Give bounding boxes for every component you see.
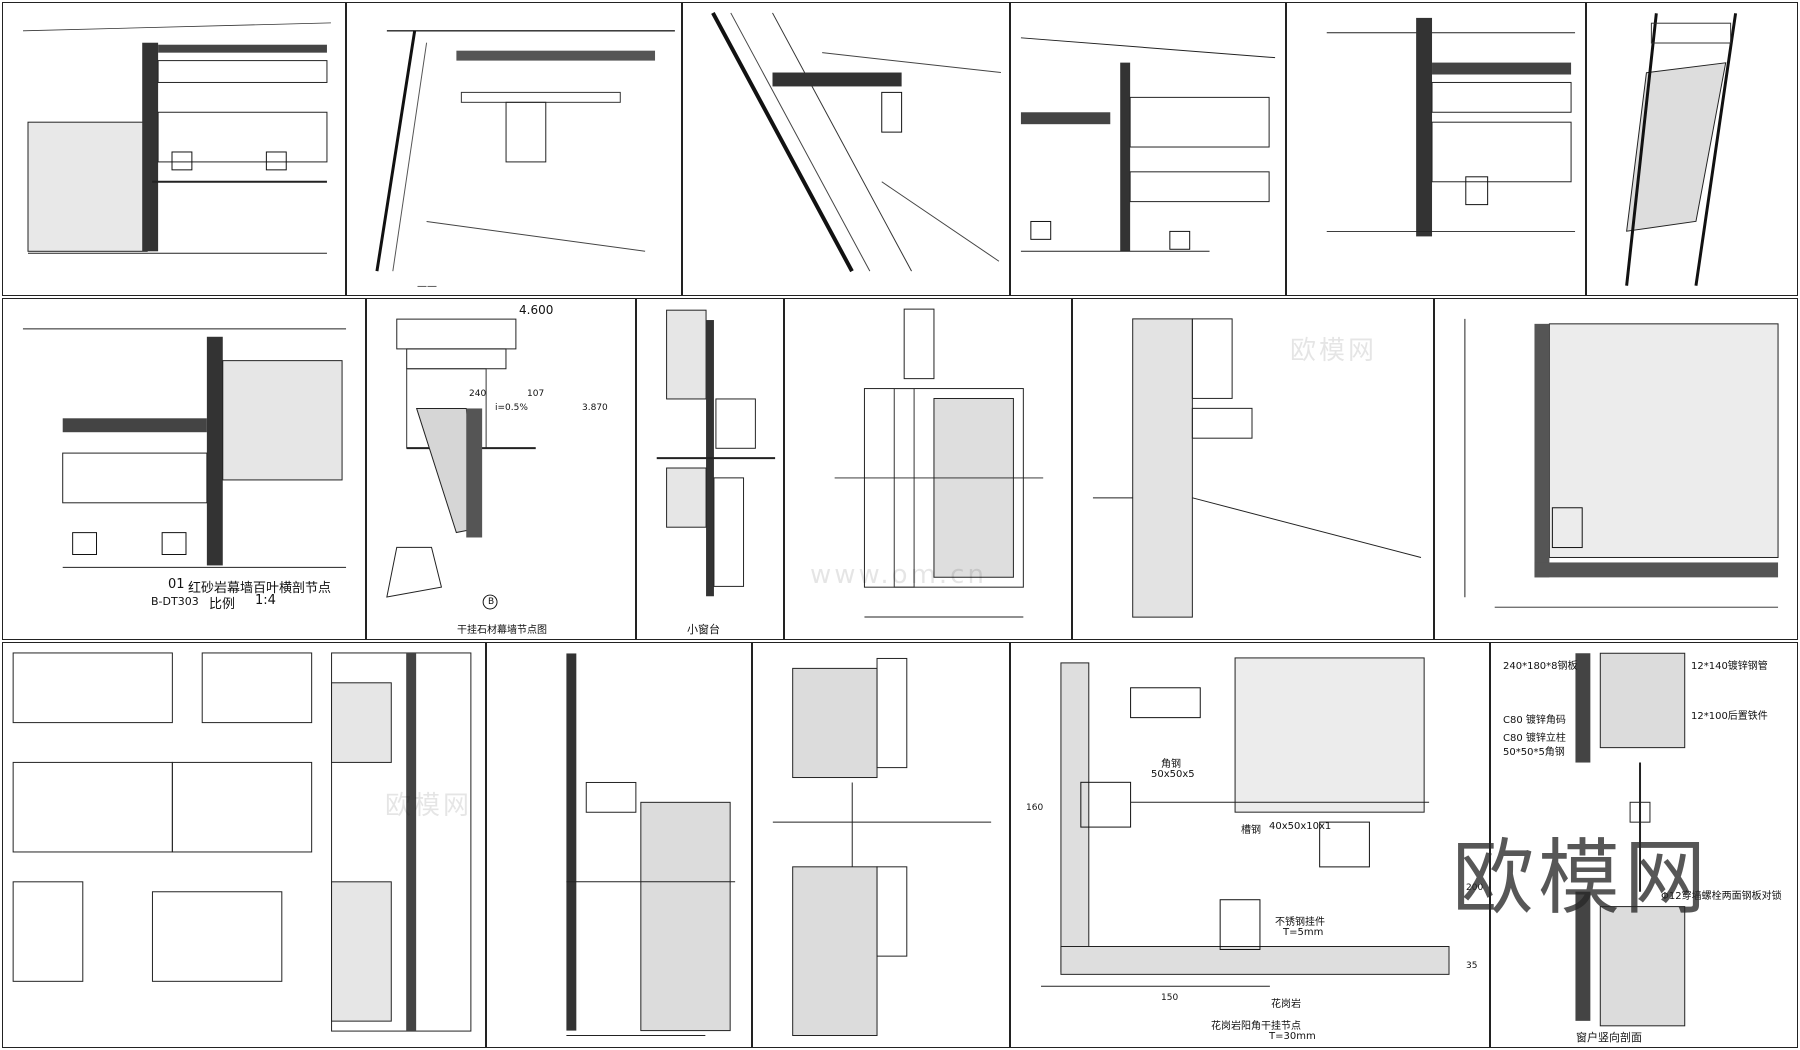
elevation-mark-8: 4.600: [519, 303, 554, 317]
detail-panel-10: [784, 298, 1072, 640]
detail-title-16: 窗户竖向剖面: [1576, 1031, 1642, 1044]
detail-drawing-13: [12, 652, 472, 1032]
detail-drawing-15-left: [772, 657, 992, 1037]
detail-panel-2: ——: [346, 2, 682, 296]
detail-panel-16: 240*180*8钢板 C80 镀锌角码 C80 镀锌立柱 50*50*5角钢 …: [1490, 642, 1798, 1048]
label-embedded-part: 12*100后置铁件: [1691, 711, 1768, 722]
detail-drawing-2: [375, 30, 675, 272]
detail-drawing-16: [1575, 652, 1686, 1027]
label-channel: 槽钢: [1241, 825, 1261, 836]
detail-title-9: 小窗台: [687, 623, 720, 636]
detail-panel-8: 4.600 240 107 3.870 i=0.5% B 干挂石材幕墙节点图: [366, 298, 636, 640]
detail-title-15: 花岗岩阳角干挂节点: [1211, 1021, 1301, 1032]
label-through-bolt: Φ12穿墙螺栓两面钢板对锁: [1661, 891, 1782, 902]
detail-scale-7: 1:4: [255, 593, 276, 608]
label-channel-spec: 40x50x10x1: [1269, 821, 1332, 832]
detail-drawing-9: [656, 309, 776, 597]
label-steel: 角钢: [1161, 759, 1181, 770]
detail-scale-label-7: 比例: [209, 597, 236, 612]
detail-caption-2: ——: [417, 281, 437, 292]
detail-panel-4: [1010, 2, 1286, 296]
detail-panel-14: [486, 642, 752, 1048]
grid-mark-8: B: [488, 597, 495, 607]
detail-drawing-7: [22, 328, 347, 568]
detail-drawing-5: [1326, 17, 1576, 237]
dimension-15c: 35: [1466, 961, 1478, 971]
detail-drawing-6: [1625, 13, 1738, 286]
watermark-site-1: www.om.cn: [810, 560, 987, 590]
detail-drawing-1: [23, 22, 331, 254]
detail-drawing-code-7: B-DT303: [151, 595, 199, 608]
detail-drawing-4: [1020, 37, 1276, 252]
detail-panel-15-left: [752, 642, 1010, 1048]
watermark-brand-1: 欧模网: [1290, 336, 1378, 366]
label-angle-steel: 50*50*5角钢: [1503, 747, 1565, 758]
detail-panel-5: [1286, 2, 1586, 296]
detail-panel-3: [682, 2, 1010, 296]
detail-panel-1: [2, 2, 346, 296]
detail-panel-15: 角钢 50x50x5 槽钢 40x50x10x1 不锈钢挂件 T=5mm 150…: [1010, 642, 1490, 1048]
detail-drawing-11: [1092, 318, 1422, 618]
label-galvanized-angle: C80 镀锌角码: [1503, 715, 1566, 726]
label-stainless-spec: T=5mm: [1283, 927, 1324, 938]
detail-panel-11: [1072, 298, 1434, 640]
detail-panel-13: [2, 642, 486, 1048]
watermark-brand-large: 欧模网: [1451, 831, 1710, 926]
detail-panel-12: [1434, 298, 1798, 640]
detail-panel-7: 01 红砂岩幕墙百叶横剖节点 B-DT303 比例 1:4: [2, 298, 366, 640]
detail-subtitle-15: T=30mm: [1269, 1031, 1316, 1042]
detail-drawing-15: [1041, 657, 1450, 987]
detail-drawing-3: [711, 11, 1001, 273]
detail-drawing-12: [1464, 318, 1779, 608]
detail-panel-6: [1586, 2, 1798, 296]
label-stone: 花岗岩: [1271, 999, 1301, 1010]
dimension-15d: 160: [1026, 803, 1044, 813]
detail-panel-9: 小窗台: [636, 298, 784, 640]
dimension-8a: 240: [469, 389, 487, 399]
label-stainless-hanger: 不锈钢挂件: [1275, 917, 1325, 928]
dimension-15a: 150: [1161, 993, 1179, 1003]
detail-drawing-8: [386, 318, 536, 610]
label-steel-spec: 50x50x5: [1151, 769, 1195, 780]
watermark-brand-2: 欧模网: [385, 791, 473, 821]
detail-number-7: 01: [168, 577, 185, 592]
label-steel-plate: 240*180*8钢板: [1503, 661, 1578, 672]
dimension-8c: 3.870: [582, 403, 608, 413]
label-galvanized-post: C80 镀锌立柱: [1503, 733, 1566, 744]
dimension-8b: 107: [527, 389, 545, 399]
detail-drawing-14: [566, 653, 736, 1037]
slope-mark-8: i=0.5%: [495, 403, 528, 413]
detail-drawing-10: [834, 308, 1044, 618]
label-galvanized-pipe: 12*140镀锌钢管: [1691, 661, 1768, 672]
dimension-15b: 200: [1466, 883, 1484, 893]
detail-title-7: 红砂岩幕墙百叶横剖节点: [188, 581, 332, 596]
detail-title-8: 干挂石材幕墙节点图: [457, 625, 547, 636]
